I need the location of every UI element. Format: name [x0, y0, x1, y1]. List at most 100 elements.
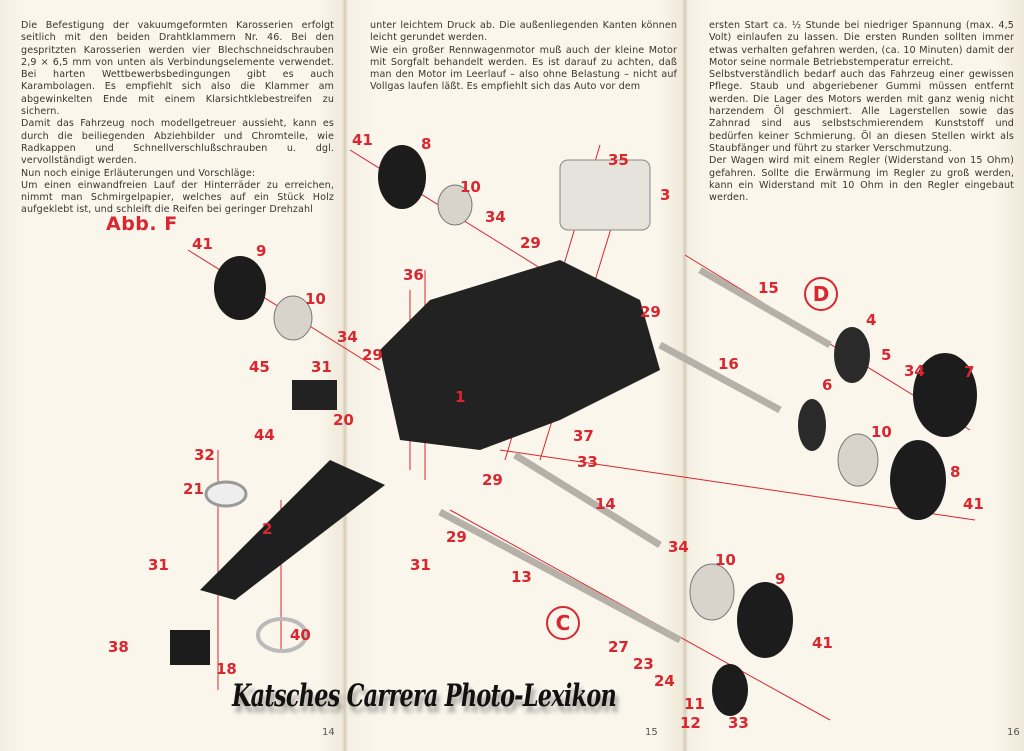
- holder-18: [170, 630, 210, 665]
- section-marker-c: C: [546, 606, 580, 640]
- section-marker-d: D: [804, 277, 838, 311]
- part-label: 21: [183, 480, 204, 498]
- rim-10: [273, 295, 313, 341]
- paragraph: Der Wagen wird mit einem Regler (Widerst…: [709, 155, 1014, 204]
- paragraph: ersten Start ca. ½ Stunde bei niedriger …: [709, 20, 1014, 68]
- part-label: 6: [822, 376, 833, 394]
- motor-3: [559, 159, 651, 231]
- axle-16: [658, 341, 782, 414]
- part-label: 9: [775, 570, 786, 588]
- page-16-text: ersten Start ca. ½ Stunde bei niedriger …: [709, 20, 1014, 204]
- part-label: 2: [262, 520, 273, 538]
- page-fold: [682, 0, 688, 751]
- rim-10: [437, 184, 473, 226]
- axle-13: [438, 508, 682, 644]
- ring-40: [256, 617, 308, 653]
- figure-title: Abb. F: [106, 213, 178, 235]
- part-label: 38: [108, 638, 129, 656]
- part-label: 34: [337, 328, 358, 346]
- part-label: 4: [866, 311, 877, 329]
- tire-9: [214, 256, 266, 320]
- chassis-1: [380, 260, 660, 450]
- part-label: 3: [660, 186, 671, 204]
- part-label: 33: [728, 714, 749, 732]
- part-label: 18: [216, 660, 237, 678]
- axle-15: [698, 266, 832, 349]
- paragraph: Die Befestigung der vakuumgeformten Karo…: [21, 20, 334, 118]
- part-label: 36: [403, 266, 424, 284]
- page-15-text: unter leichtem Druck ab. Die außenliegen…: [370, 20, 677, 94]
- watermark-text: Katsches Carrera Photo-Lexikon: [232, 678, 617, 714]
- part-label: 27: [608, 638, 629, 656]
- gear-4: [834, 327, 870, 383]
- part-label: 29: [520, 234, 541, 252]
- page-14: [0, 0, 345, 751]
- part-label: 10: [305, 290, 326, 308]
- part-label: 12: [680, 714, 701, 732]
- part-label: 31: [311, 358, 332, 376]
- part-label: 41: [963, 495, 984, 513]
- part-label: 29: [482, 471, 503, 489]
- part-label: 16: [718, 355, 739, 373]
- rim-10: [837, 433, 879, 487]
- part-label: 24: [654, 672, 675, 690]
- part-label: 7: [964, 363, 975, 381]
- part-label: 5: [881, 346, 892, 364]
- gear-6: [798, 399, 826, 451]
- page-14-text: Die Befestigung der vakuumgeformten Karo…: [21, 20, 334, 217]
- part-label: 35: [608, 151, 629, 169]
- part-label: 44: [254, 426, 275, 444]
- tire-9: [737, 582, 793, 658]
- paragraph: Damit das Fahrzeug noch modellgetreuer a…: [21, 118, 334, 167]
- paragraph: Um einen einwandfreien Lauf der Hinterrä…: [21, 179, 334, 216]
- guide-arm-2: [200, 460, 385, 600]
- part-label: 34: [485, 208, 506, 226]
- part-label: 10: [871, 423, 892, 441]
- paragraph: unter leichtem Druck ab. Die außenliegen…: [370, 20, 677, 44]
- part-label: 13: [511, 568, 532, 586]
- part-label: 32: [194, 446, 215, 464]
- part-label: 29: [362, 346, 383, 364]
- page-number: 14: [322, 727, 335, 738]
- part-label: 9: [256, 242, 267, 260]
- part-label: 41: [352, 131, 373, 149]
- paragraph: Selbstverständlich bedarf auch das Fahrz…: [709, 69, 1014, 154]
- part-label: 29: [446, 528, 467, 546]
- part-label: 8: [421, 135, 432, 153]
- plate-20: [292, 380, 337, 410]
- part-label: 41: [812, 634, 833, 652]
- rim-10: [689, 563, 735, 621]
- page-number: 16: [1007, 727, 1020, 738]
- part-label: 1: [455, 388, 466, 406]
- tire-8: [378, 145, 426, 209]
- axle-14: [513, 452, 662, 548]
- part-label: 8: [950, 463, 961, 481]
- ring-21: [204, 480, 248, 508]
- part-label: 37: [573, 427, 594, 445]
- part-label: 14: [595, 495, 616, 513]
- part-label: 23: [633, 655, 654, 673]
- part-label: 45: [249, 358, 270, 376]
- part-label: 10: [460, 178, 481, 196]
- page-fold: [342, 0, 348, 751]
- part-label: 40: [290, 626, 311, 644]
- axle-line: [499, 449, 976, 521]
- part-label: 29: [640, 303, 661, 321]
- part-label: 31: [148, 556, 169, 574]
- part-label: 15: [758, 279, 779, 297]
- part-label: 10: [715, 551, 736, 569]
- part-label: 34: [668, 538, 689, 556]
- page-number: 15: [645, 727, 658, 738]
- tire-8: [890, 440, 946, 520]
- part-label: 34: [904, 362, 925, 380]
- part-label: 31: [410, 556, 431, 574]
- part-label: 33: [577, 453, 598, 471]
- part-label: 41: [192, 235, 213, 253]
- tire-7: [913, 353, 977, 437]
- parts: [170, 145, 977, 716]
- part-label: 20: [333, 411, 354, 429]
- front-wheel-11: [712, 664, 748, 716]
- part-label: 11: [684, 695, 705, 713]
- paragraph: Nun noch einige Erläuterungen und Vorsch…: [21, 167, 256, 179]
